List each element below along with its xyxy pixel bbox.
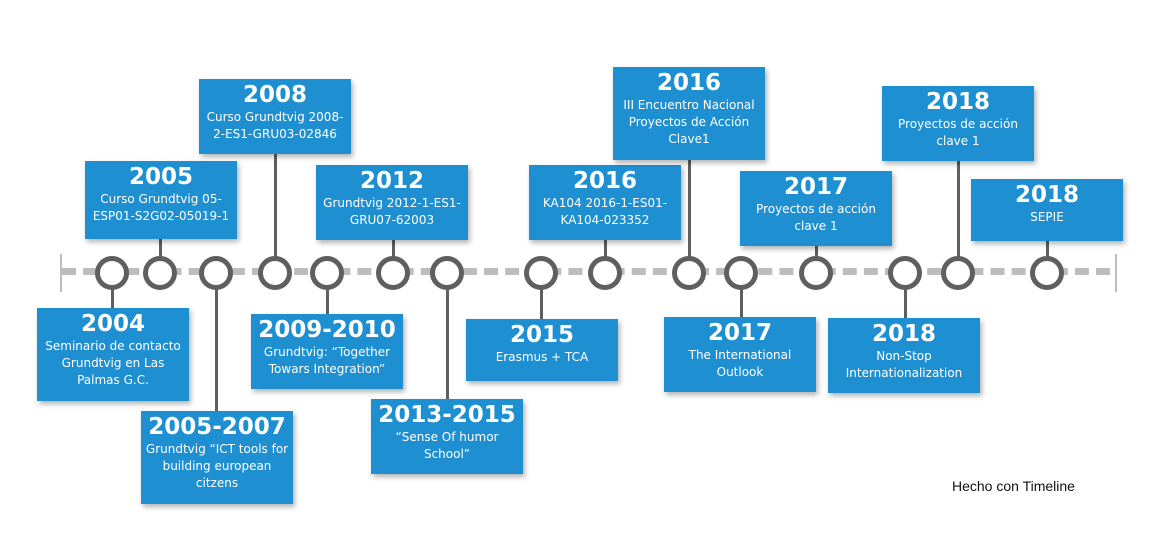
timeline-node[interactable] [724, 256, 758, 290]
event-connector [274, 154, 277, 271]
event-year: 2018 [871, 321, 936, 347]
event-description: KA104 2016-1-ES01-KA104-023352 [542, 196, 668, 227]
timeline-node[interactable] [941, 256, 975, 290]
event-year: 2009-2010 [258, 317, 396, 343]
credit-text: Hecho con Timeline [952, 478, 1075, 494]
timeline-node[interactable] [310, 256, 344, 290]
timeline-node[interactable] [143, 256, 177, 290]
event-description: III Encuentro Nacional Proyectos de Acci… [623, 98, 755, 146]
timeline-node[interactable] [888, 256, 922, 290]
timeline-node[interactable] [588, 256, 622, 290]
event-description: “Sense Of humor School” [395, 430, 499, 461]
event-description: Grundtvig 2012-1-ES1-GRU07-62003 [323, 196, 461, 227]
event-connector [688, 160, 691, 271]
event-year: 2013-2015 [378, 402, 516, 428]
event-description: Seminario de contacto Grundtvig en Las P… [45, 339, 181, 387]
event-description: Grundtvig: “Together Towars Integration” [263, 345, 391, 376]
event-description: Non-Stop Internationalization [845, 349, 963, 380]
axis-end-cap [1115, 254, 1117, 292]
event-description: SEPIE [1030, 210, 1064, 224]
timeline-node[interactable] [799, 256, 833, 290]
event-year: 2012 [359, 168, 424, 194]
event-description: Proyectos de acción clave 1 [756, 202, 876, 233]
timeline-node[interactable] [199, 256, 233, 290]
event-connector [604, 240, 607, 271]
timeline-axis [62, 268, 1110, 275]
event-year: 2018 [1014, 182, 1079, 208]
event-connector [326, 271, 329, 314]
event-year: 2016 [656, 70, 721, 96]
event-connector [159, 239, 162, 271]
timeline-node[interactable] [1030, 256, 1064, 290]
event-year: 2017 [707, 320, 772, 346]
event-description: Curso Grundtvig 05-ESP01-S2G02-05019-1 [92, 192, 230, 223]
event-connector [215, 271, 218, 411]
event-connector [904, 271, 907, 318]
event-description: Curso Grundtvig 2008-2-ES1-GRU03-02846 [206, 110, 344, 141]
timeline-node[interactable] [258, 256, 292, 290]
event-year: 2008 [242, 82, 307, 108]
event-description: Erasmus + TCA [495, 350, 589, 364]
event-connector [957, 161, 960, 271]
event-year: 2005-2007 [148, 414, 286, 440]
event-connector [740, 271, 743, 317]
event-year: 2015 [509, 322, 574, 348]
event-description: Grundtvig “ICT tools for building europe… [145, 442, 289, 490]
event-description: The International Outlook [688, 348, 792, 379]
timeline-node[interactable] [376, 256, 410, 290]
timeline-node[interactable] [430, 256, 464, 290]
timeline-node[interactable] [95, 256, 129, 290]
event-box[interactable]: 2013-2015“Sense Of humor School” [371, 399, 523, 474]
event-description: Proyectos de acción clave 1 [898, 117, 1018, 148]
event-connector [446, 271, 449, 399]
event-year: 2004 [80, 311, 145, 337]
event-year: 2005 [128, 164, 193, 190]
event-year: 2016 [572, 168, 637, 194]
timeline-node[interactable] [672, 256, 706, 290]
axis-start-cap [60, 254, 62, 292]
event-year: 2018 [925, 89, 990, 115]
timeline-node[interactable] [524, 256, 558, 290]
event-connector [392, 240, 395, 271]
event-connector [540, 271, 543, 319]
event-year: 2017 [783, 174, 848, 200]
